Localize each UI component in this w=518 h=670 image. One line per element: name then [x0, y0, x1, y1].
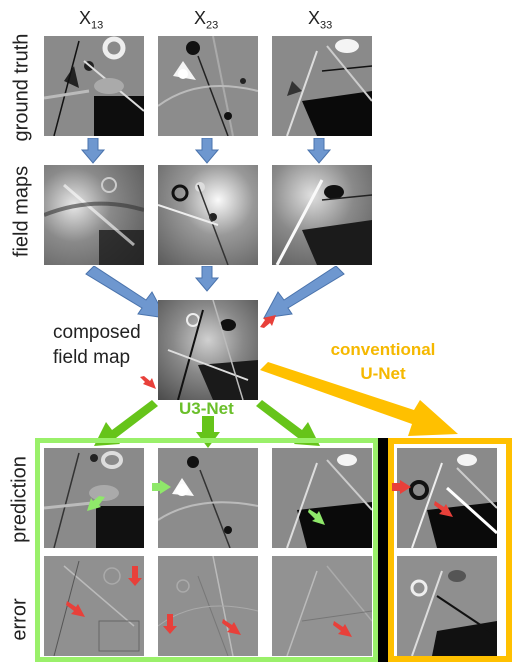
- u3net-prediction-image-x13: [44, 448, 144, 548]
- red-pointer-icon: [333, 621, 352, 637]
- arrow-down-icon: [80, 138, 106, 164]
- row-label-prediction: prediction: [8, 456, 31, 543]
- field-map-image-x33: [272, 165, 372, 265]
- arrow-conventional-icon: [260, 362, 458, 436]
- conventional-results-frame: [388, 438, 512, 662]
- column-title-x23: X23: [194, 8, 219, 32]
- arrow-u3net-right-icon: [256, 400, 320, 446]
- red-pointer-icon: [222, 619, 241, 635]
- green-pointer-icon: [87, 496, 105, 511]
- u3net-error-image-x33: [272, 556, 372, 656]
- separator-bar: [378, 438, 388, 662]
- conventional-prediction-image: [397, 448, 497, 548]
- arrow-diagonal-left-icon: [85, 266, 167, 319]
- red-pointer-icon: [260, 315, 276, 328]
- arrow-down-icon: [306, 138, 332, 164]
- conventional-unet-label: conventional U-Net: [330, 340, 436, 383]
- conventional-error-image: [397, 556, 497, 656]
- red-pointer-icon: [140, 376, 156, 389]
- u3net-error-image-x13: [44, 556, 144, 656]
- row-label-field-maps: field maps: [10, 165, 33, 258]
- ground-truth-image-x13: [44, 36, 144, 136]
- ground-truth-image-x33: [272, 36, 372, 136]
- u3net-prediction-image-x23: [158, 448, 258, 548]
- column-title-x13: X13: [79, 8, 104, 32]
- column-title-x33: X33: [308, 8, 333, 32]
- composed-field-map-label: composed field map: [53, 322, 141, 368]
- row-label-ground-truth: ground truth: [10, 33, 33, 142]
- red-pointer-icon: [66, 601, 85, 617]
- red-pointer-icon: [128, 566, 142, 586]
- arrow-down-icon: [194, 138, 220, 164]
- red-pointer-icon: [163, 614, 177, 634]
- arrow-down-icon: [194, 266, 220, 292]
- u3net-prediction-image-x33: [272, 448, 372, 548]
- u3net-results-frame: [35, 438, 378, 662]
- field-map-image-x13: [44, 165, 144, 265]
- u3net-error-image-x23: [158, 556, 258, 656]
- green-pointer-icon: [152, 480, 171, 494]
- red-pointer-icon: [392, 480, 411, 494]
- arrow-diagonal-right-icon: [263, 266, 345, 319]
- composed-field-map-image: [158, 300, 258, 400]
- arrow-u3net-left-icon: [94, 400, 158, 446]
- row-label-error: error: [8, 598, 31, 641]
- green-pointer-icon: [308, 509, 325, 525]
- field-map-image-x23: [158, 165, 258, 265]
- u3net-label: U3-Net: [179, 399, 234, 418]
- red-pointer-icon: [434, 501, 453, 517]
- ground-truth-image-x23: [158, 36, 258, 136]
